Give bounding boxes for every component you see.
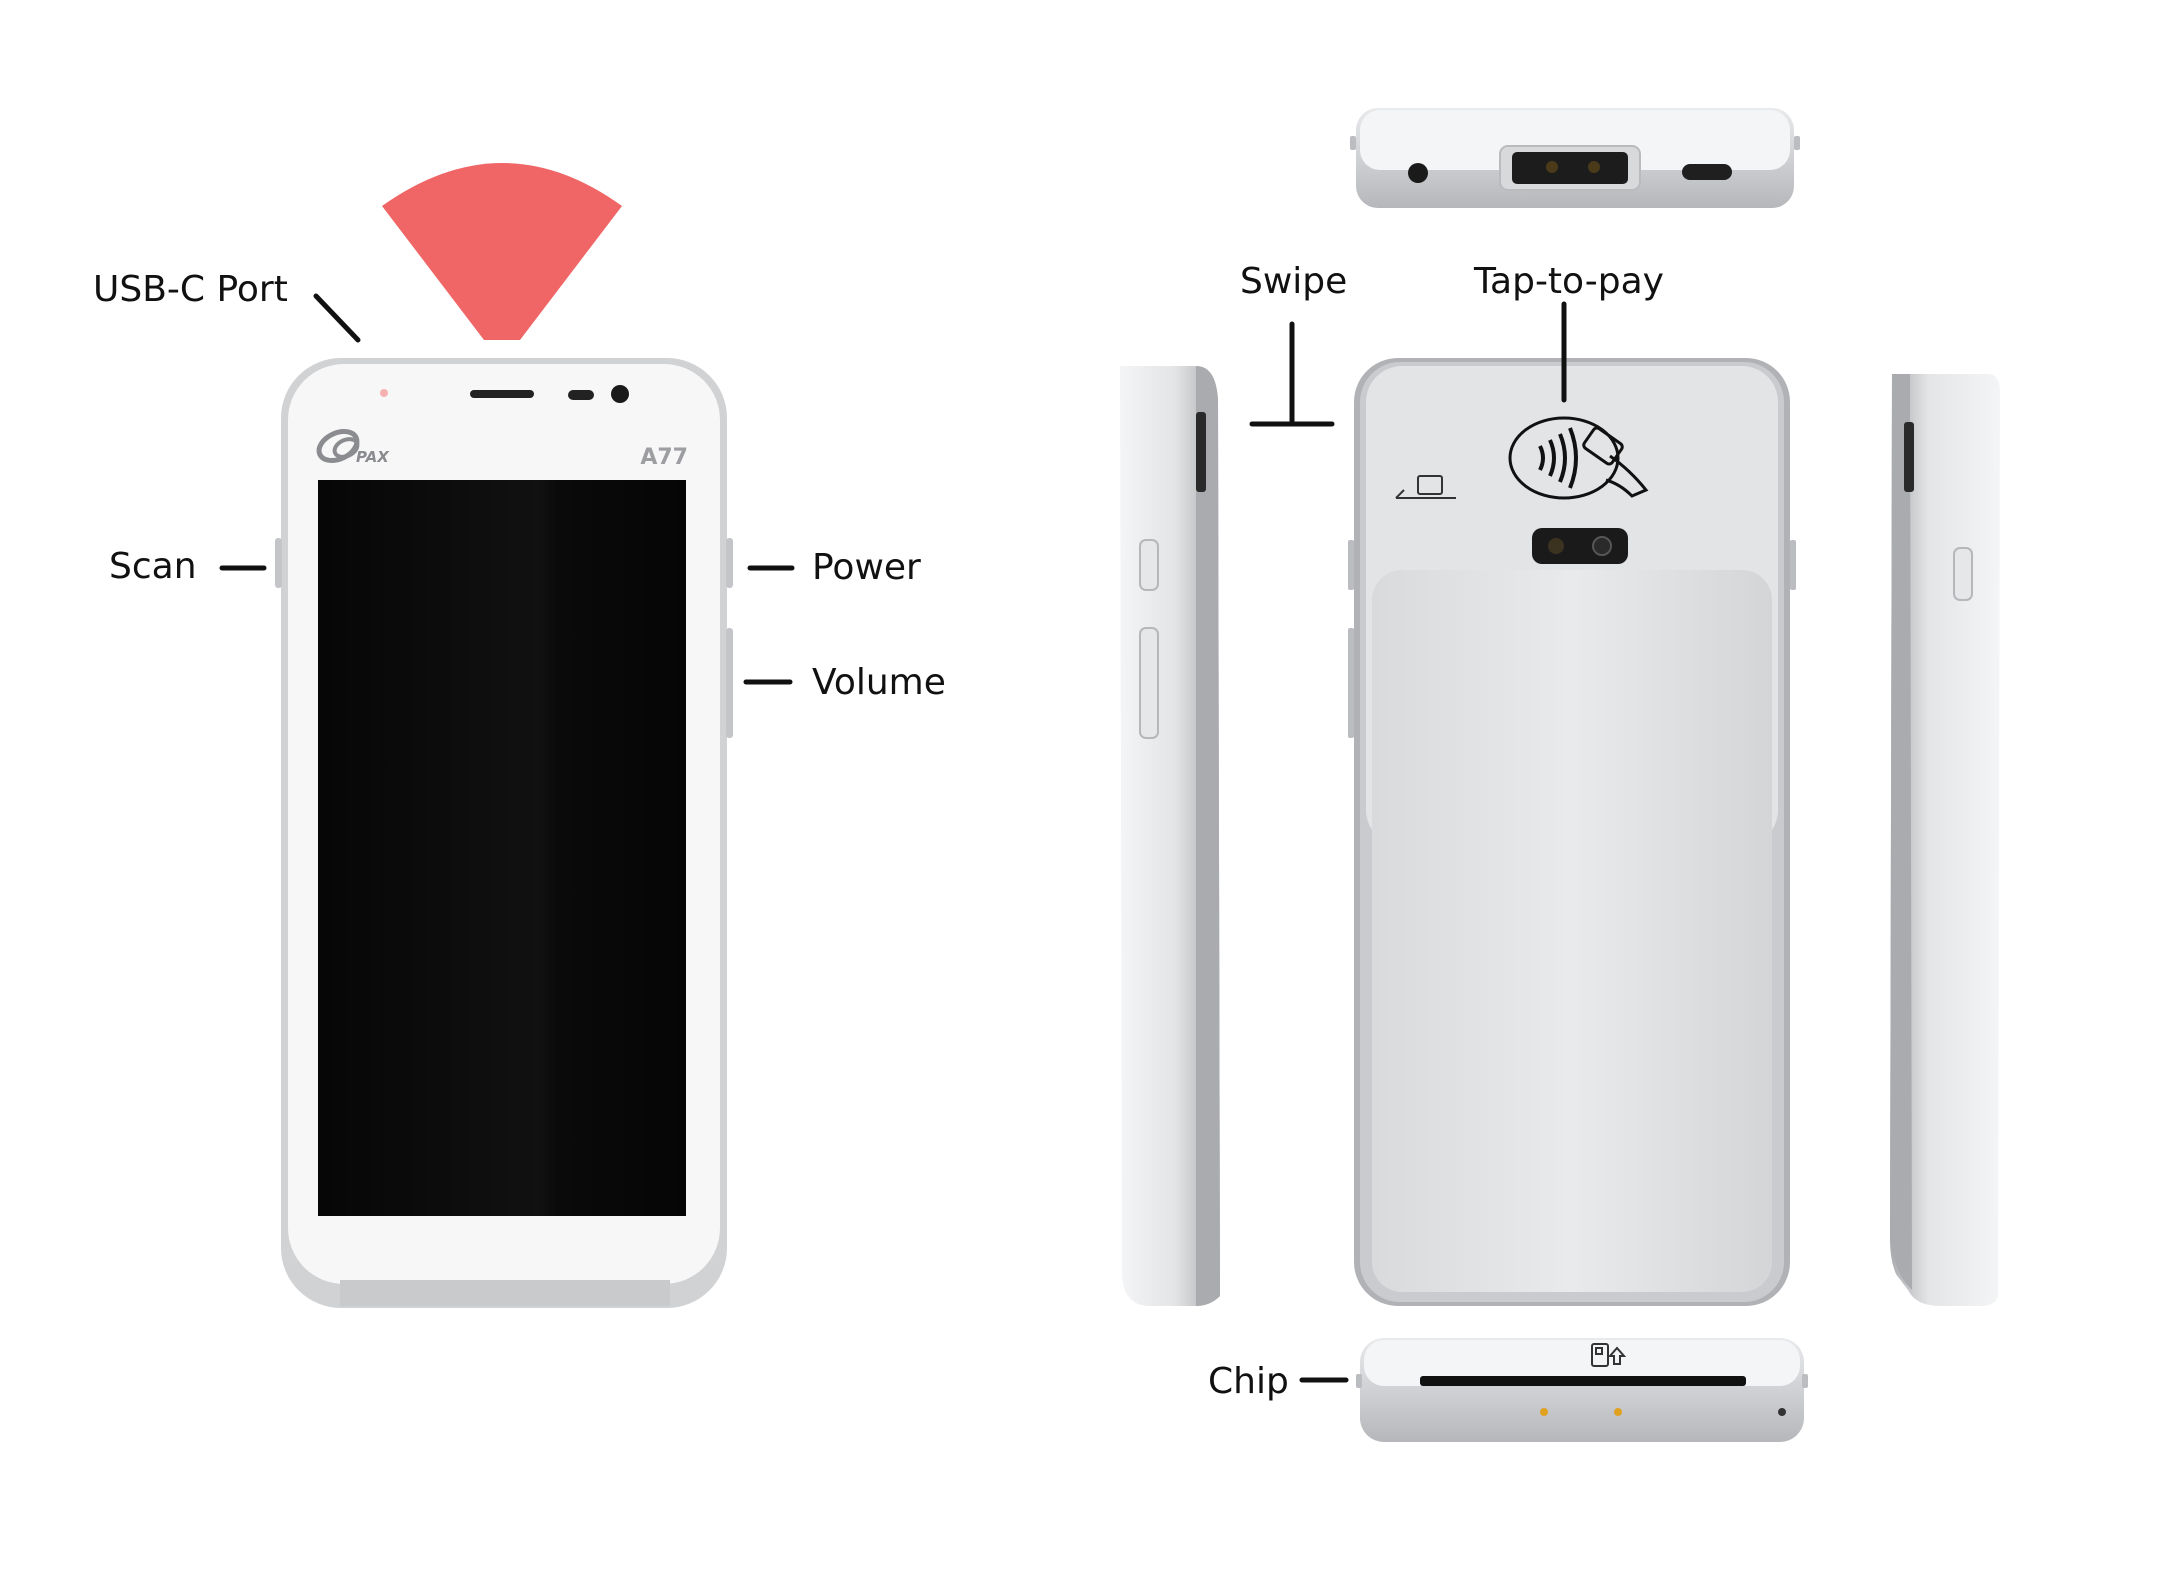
front-view: PAX A77: [275, 163, 733, 1308]
battery-cover: [1372, 570, 1772, 1292]
pax-logo: PAX: [316, 428, 390, 466]
volume-button: [726, 628, 733, 738]
back-view: [1348, 358, 1796, 1306]
chip-card-icon: [1591, 1343, 1627, 1367]
top-edge-view: [1350, 108, 1800, 208]
side-scan-button: [1139, 539, 1159, 591]
headphone-jack-icon: [1408, 163, 1428, 183]
card-swipe-icon: [1395, 475, 1456, 499]
chip-label: Chip: [1208, 1361, 1289, 1402]
side-power-button: [1953, 547, 1973, 601]
indicator-light-icon: [380, 389, 388, 397]
swipe-label: Swipe: [1240, 261, 1348, 302]
usb-c-port-icon: [1682, 164, 1732, 180]
earpiece-speaker-icon: [470, 390, 534, 398]
usb-c-port-leader: [313, 293, 361, 343]
usb-c-port-label: USB-C Port: [93, 269, 288, 310]
front-camera-icon: [611, 385, 629, 403]
chip-card-slot: [1420, 1376, 1746, 1386]
scan-label: Scan: [109, 546, 197, 587]
screen: [318, 480, 686, 1216]
right-side-view: [1890, 374, 2000, 1306]
power-button: [726, 538, 733, 588]
leader-lines: [219, 293, 1567, 1383]
rear-camera: [1532, 528, 1628, 564]
left-side-view: [1120, 366, 1220, 1306]
tap-to-pay-label: Tap-to-pay: [1474, 261, 1664, 302]
side-volume-button: [1139, 627, 1159, 739]
contactless-icon: [1508, 416, 1649, 500]
scan-beam-icon: [382, 163, 622, 340]
bottom-edge-view: [1356, 1338, 1808, 1442]
power-label: Power: [812, 547, 921, 588]
scan-button: [275, 538, 282, 588]
volume-label: Volume: [812, 662, 946, 703]
sensor-icon: [568, 390, 594, 400]
svg-text:PAX: PAX: [356, 448, 390, 466]
model-label: A77: [640, 445, 688, 470]
